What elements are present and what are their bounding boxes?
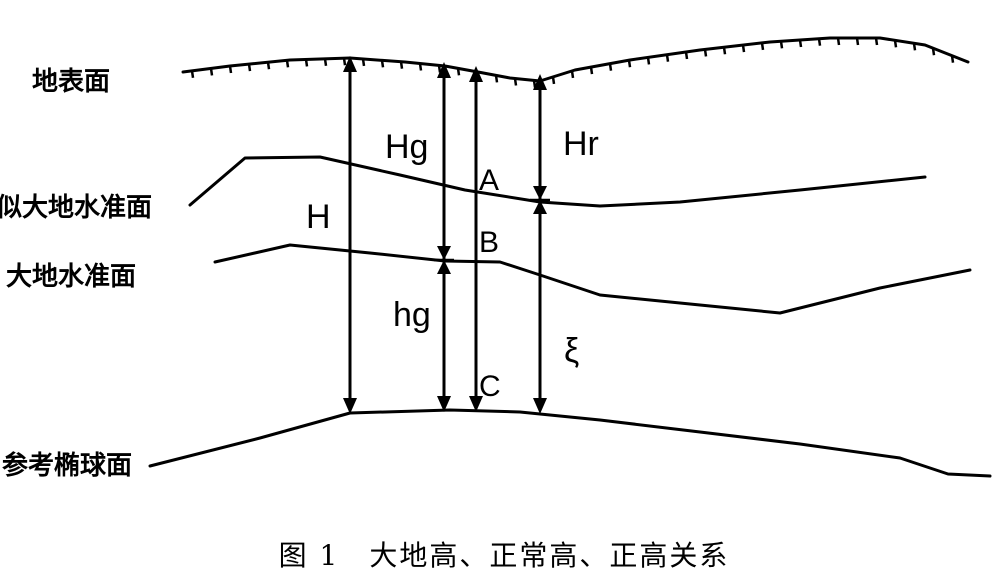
- terrain-tick: [456, 68, 461, 76]
- H-arrow-bottom: [343, 398, 357, 414]
- H-label: H: [306, 198, 331, 236]
- xi-arrow-bottom: [533, 398, 547, 414]
- terrain-tick: [209, 68, 214, 76]
- ellipsoid-label: 参考椭球面: [2, 450, 132, 481]
- terrain-tick: [836, 37, 841, 46]
- terrain-tick: [931, 47, 936, 56]
- point-C-label: C: [479, 370, 501, 403]
- terrain-tick: [855, 37, 860, 46]
- quasigeoid-line: [188, 155, 927, 208]
- terrain-tick: [703, 49, 708, 57]
- terrain-tick: [342, 58, 347, 66]
- terrain-tick: [684, 51, 689, 60]
- terrain-tick: [874, 37, 879, 46]
- terrain-tick: [912, 43, 917, 51]
- terrain-tick: [760, 42, 765, 51]
- terrain-tick: [589, 66, 594, 75]
- figure-caption: 图 1 大地高、正常高、正高关系: [279, 539, 730, 572]
- terrain-tick: [437, 65, 442, 73]
- point-B-label: B: [479, 226, 499, 259]
- quasigeoid-label: 似大地水准面: [0, 193, 152, 223]
- terrain-surface-line: [181, 36, 970, 83]
- terrain-tick: [247, 63, 252, 72]
- terrain-tick: [399, 61, 404, 69]
- terrain-tick: [608, 63, 613, 71]
- Hg-label: Hg: [385, 128, 428, 166]
- H-arrow-top: [343, 56, 357, 72]
- ABC-arrow-bottom: [469, 396, 483, 412]
- xi-label: ξ: [564, 332, 579, 370]
- quasigeoid-intersection-marker: [530, 186, 550, 214]
- terrain-tick: [361, 58, 366, 67]
- terrain-tick: [893, 40, 898, 48]
- terrain-tick: [570, 70, 575, 79]
- terrain-tick: [380, 60, 385, 68]
- terrain-tick: [950, 55, 955, 63]
- terrain-tick: [304, 59, 309, 67]
- geoid-label: 大地水准面: [6, 262, 136, 292]
- terrain-tick: [323, 58, 328, 67]
- hg-arrow-bottom: [437, 396, 451, 412]
- terrain-tick: [228, 65, 233, 74]
- Hg-arrow-top: [437, 62, 451, 78]
- terrain-tick: [551, 76, 556, 85]
- ellipsoid-line: [148, 408, 992, 478]
- terrain-tick: [817, 38, 822, 46]
- terrain-tick: [646, 57, 651, 65]
- Hr-label: Hr: [563, 125, 599, 163]
- point-A-label: A: [479, 164, 499, 197]
- terrain-hatch-ticks: [190, 37, 955, 88]
- Hr-arrow-top: [533, 74, 547, 90]
- terrain-tick: [722, 47, 727, 55]
- terrain-surface-label: 地表面: [32, 67, 110, 97]
- terrain-tick: [741, 44, 746, 53]
- terrain-tick: [513, 78, 518, 86]
- hg-label: hg: [393, 296, 431, 334]
- terrain-tick: [665, 54, 670, 62]
- terrain-tick: [494, 75, 499, 83]
- terrain-tick: [627, 60, 632, 68]
- geoid-intersection-marker: [434, 246, 454, 274]
- terrain-tick: [798, 39, 803, 48]
- terrain-tick: [418, 63, 423, 71]
- ABC-arrow-top: [469, 66, 483, 82]
- terrain-tick: [779, 41, 784, 49]
- terrain-tick: [190, 70, 195, 79]
- geoid-line: [213, 243, 972, 315]
- terrain-tick: [285, 60, 290, 68]
- terrain-tick: [266, 62, 271, 70]
